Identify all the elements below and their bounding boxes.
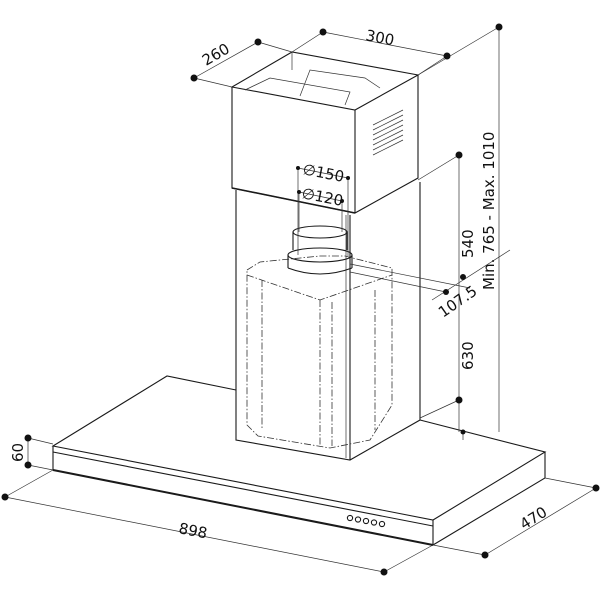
dim-canopy-depth: 470 — [517, 503, 551, 533]
dim-chimney-width: 300 — [364, 26, 396, 49]
ventilation-grille — [372, 109, 404, 156]
dimension-lines — [1, 23, 600, 576]
dim-outlet-offset: 107.5 — [435, 282, 481, 321]
dim-upper-chimney-height: 540 — [459, 229, 477, 258]
dim-outlet-150: ∅150 — [301, 160, 345, 186]
lower-chimney — [235, 182, 421, 461]
dim-canopy-width: 898 — [177, 519, 209, 542]
dim-outlet-120: ∅120 — [300, 184, 344, 210]
dim-lower-chimney-height: 630 — [459, 341, 477, 370]
dim-canopy-height: 60 — [9, 443, 27, 462]
canopy — [51, 375, 547, 546]
dim-total-height: Min. 765 - Max. 1010 — [480, 132, 498, 290]
dim-chimney-depth: 260 — [199, 40, 233, 70]
control-buttons — [346, 514, 386, 528]
